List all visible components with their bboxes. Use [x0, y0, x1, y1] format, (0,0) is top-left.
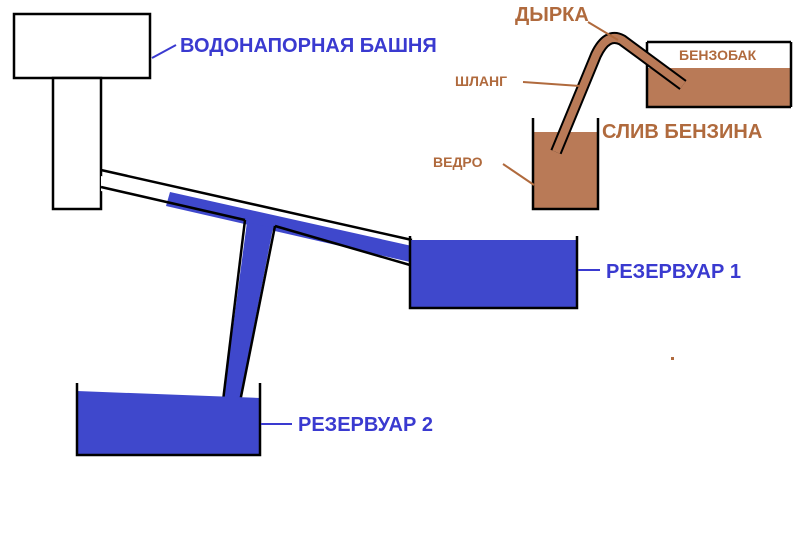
reservoir-2-label: РЕЗЕРВУАР 2: [298, 414, 433, 436]
siphon-label: СЛИВ БЕНЗИНА: [602, 121, 762, 143]
water-tower-column: [51, 76, 103, 211]
reservoir-2-water: [77, 391, 260, 455]
bucket-fuel: [533, 132, 598, 209]
hole-label: ДЫРКА: [515, 4, 589, 26]
siphon-hose: [550, 31, 687, 155]
main-pipe-water-section: [166, 192, 412, 262]
water-tower-label: ВОДОНАПОРНАЯ БАШНЯ: [180, 35, 437, 57]
hose-leader: [522, 81, 581, 87]
reservoir-1-label: РЕЗЕРВУАР 1: [606, 261, 741, 283]
water-tower-tank: [12, 12, 152, 80]
branch-pipe-water: [218, 222, 273, 440]
water-tower: [12, 12, 152, 211]
gas-tank-label: БЕНЗОБАК: [679, 47, 757, 63]
water-tower-leader: [151, 44, 177, 59]
reservoir-1-water: [410, 240, 577, 307]
bucket-label: ВЕДРО: [433, 154, 483, 170]
hole-leader: [587, 21, 619, 41]
bucket-leader: [502, 163, 535, 186]
main-pipe: [100, 168, 413, 267]
reservoir-1: [408, 236, 579, 310]
stray-dot: [671, 357, 674, 360]
reservoir-2: [75, 383, 262, 457]
hose-label: ШЛАНГ: [455, 73, 507, 89]
bucket: [531, 118, 600, 211]
